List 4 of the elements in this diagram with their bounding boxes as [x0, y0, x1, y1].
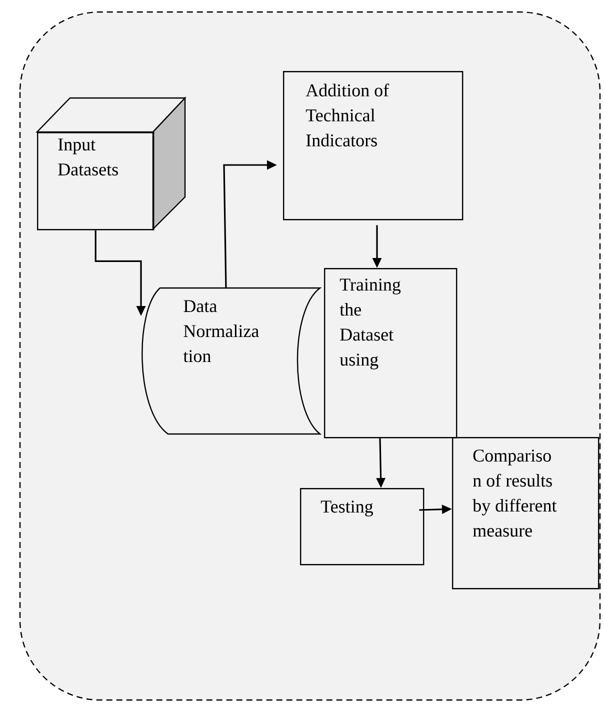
process-box: Addition of Technical Indicators — [283, 71, 464, 220]
process-box: Testing — [300, 488, 424, 566]
process-box: Training the Dataset using — [324, 268, 458, 438]
process-box: Compariso n of results by different measure — [452, 437, 600, 590]
